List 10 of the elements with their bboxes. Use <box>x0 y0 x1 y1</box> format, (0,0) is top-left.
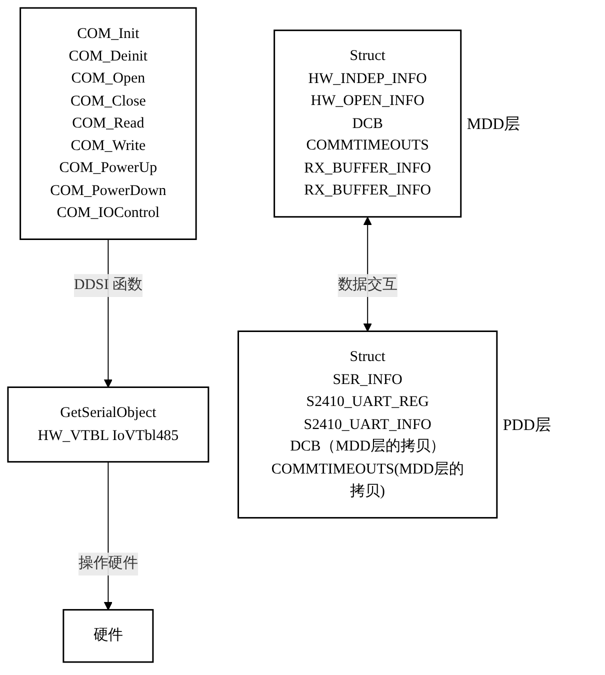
node-box: GetSerialObject HW_VTBL IoVTbl485 <box>7 386 210 463</box>
node-box: Struct HW_INDEP_INFO HW_OPEN_INFO DCB COMMTIMEOUTS RX_BUFFER_INFO RX_BUFFER_INFO <box>274 30 462 218</box>
edge-label: DDSI 函数 <box>74 277 142 293</box>
node-box: 硬件 <box>62 609 154 663</box>
edge-label: 数据交互 <box>338 277 398 293</box>
node-box: Struct SER_INFO S2410_UART_REG S2410_UART_INFO DCB（MDD层的拷贝） COMMTIMEOUTS(MDD层的拷贝) <box>238 330 498 519</box>
layer-label: MDD层 <box>466 114 520 135</box>
edge-label: 操作硬件 <box>78 556 138 572</box>
node-box: COM_Init COM_Deinit COM_Open COM_Close COM_Read COM_Write COM_PowerUp COM_PowerDown COM_IOControl <box>20 7 197 240</box>
layer-label: PDD层 <box>502 416 551 436</box>
